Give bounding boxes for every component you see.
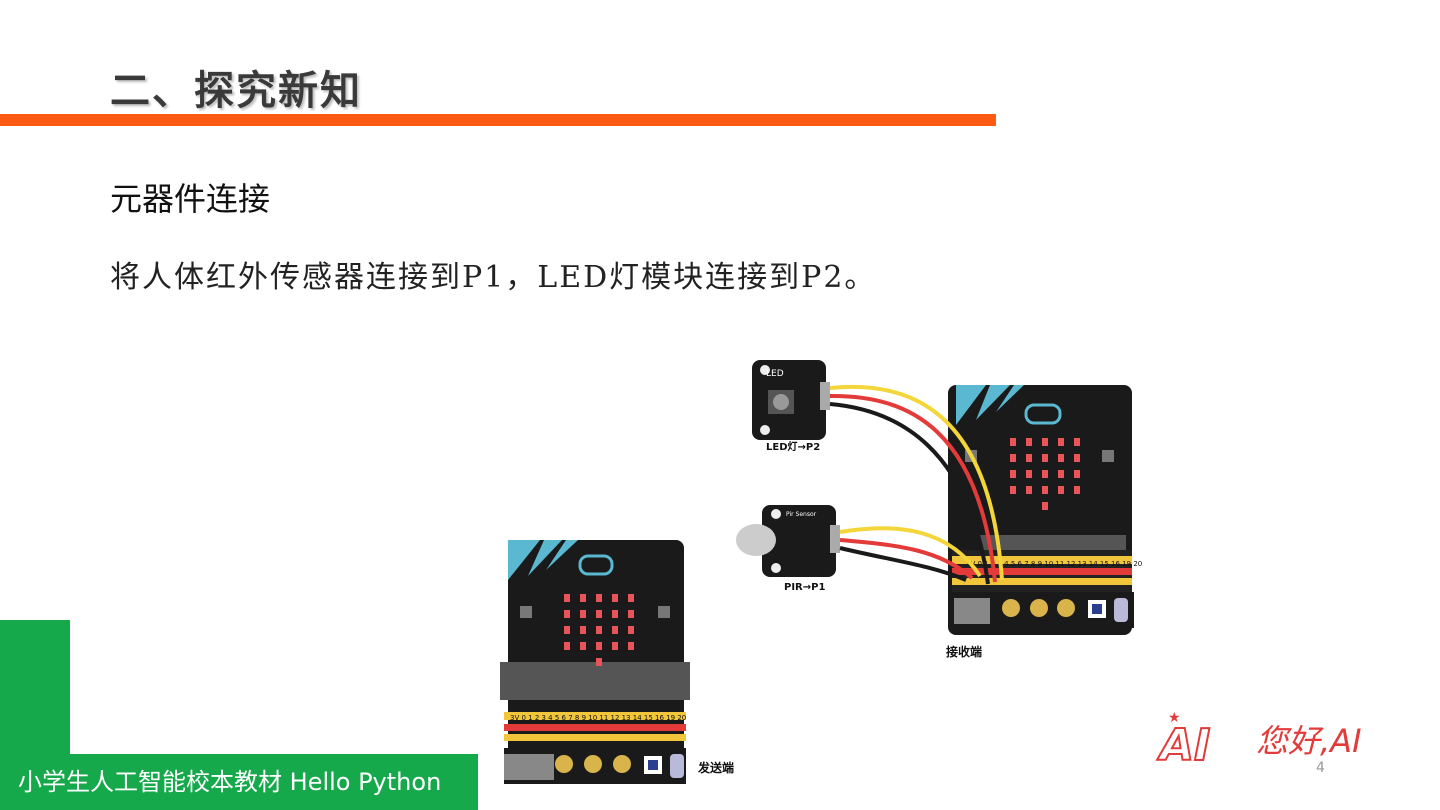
page-number: 4 [1316,760,1325,776]
title-underline-bar [0,114,996,126]
logo-text: 您好,AI [1256,722,1362,760]
sender-pin-numbers: 3V 0 1 2 3 4 5 6 7 8 9 10 11 12 13 14 15… [510,714,686,722]
wiring-diagram: 3V 0 1 2 3 4 5 6 7 8 9 10 11 12 13 14 15… [500,360,1142,784]
receiver-caption: 接收端 [946,644,982,659]
pir-sensor-module [736,505,840,577]
led-module [752,360,830,440]
pir-module-label: Pir Sensor [786,511,817,518]
pir-wires [839,526,982,582]
sender-microbit-board [500,540,690,784]
receiver-pin-numbers: 3V 0 1 2 3 4 5 6 7 8 9 10 11 12 13 14 15… [966,560,1142,568]
receiver-led-matrix [1010,438,1080,510]
sender-caption: 发送端 [697,760,734,775]
pir-caption: PIR→P1 [784,582,825,593]
star-icon: ★ [1168,710,1181,726]
led-caption: LED灯→P2 [766,440,820,453]
led-module-label: LED [766,369,784,379]
footer-banner: 小学生人工智能校本教材 Hello Python [0,754,478,810]
instruction-text: 将人体红外传感器连接到P1，LED灯模块连接到P2。 [110,260,877,295]
section-subtitle: 元器件连接 [110,180,271,218]
led-wires [829,384,1004,585]
logo-ai-badge: AI [1157,720,1210,771]
hello-ai-logo: AI ★ 您好,AI [1156,710,1362,772]
sender-led-matrix [564,594,634,666]
receiver-microbit-board [948,385,1134,635]
slide-title: 二、探究新知 [110,68,362,114]
